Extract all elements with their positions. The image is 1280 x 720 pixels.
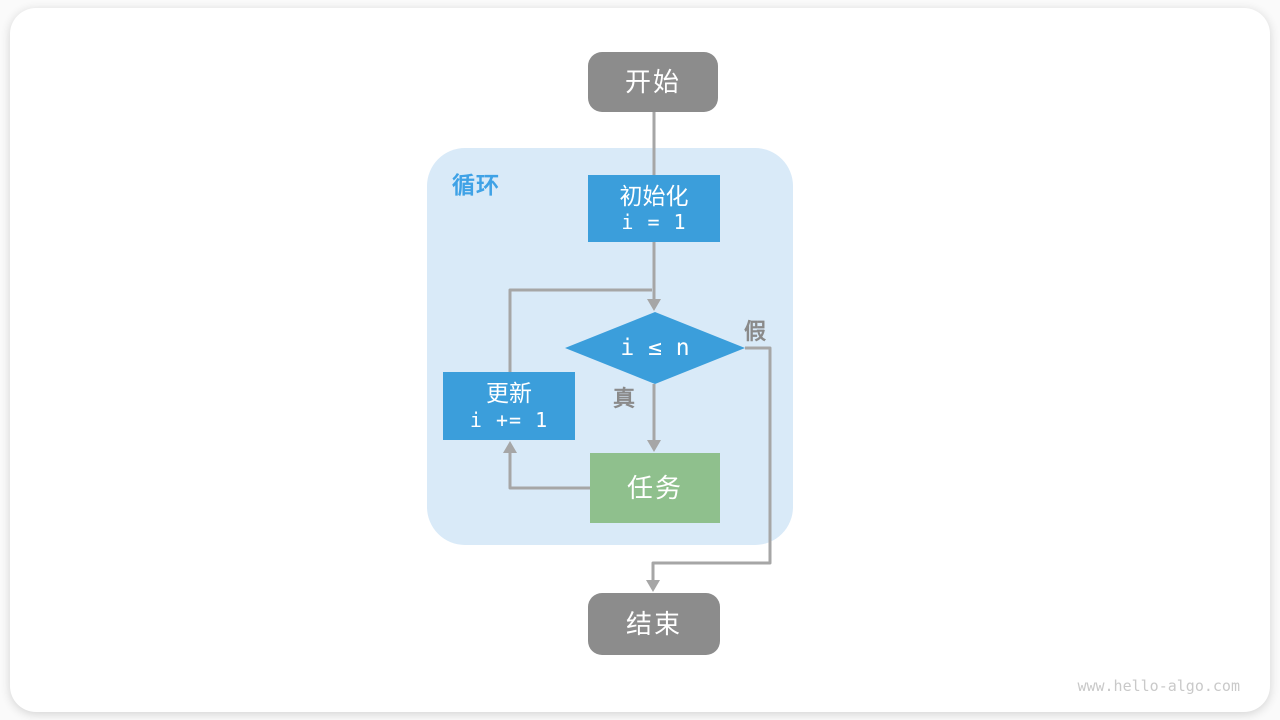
init-node-code: i = 1	[621, 210, 687, 235]
update-node-code: i += 1	[469, 407, 549, 432]
update-node: 更新 i += 1	[443, 372, 575, 440]
loop-region-label: 循环	[452, 172, 500, 198]
true-branch-label: 真	[613, 386, 636, 411]
task-node: 任务	[590, 453, 720, 523]
false-branch-label: 假	[744, 319, 767, 344]
start-node-label: 开始	[624, 66, 681, 97]
init-node-title: 初始化	[619, 182, 689, 209]
start-node: 开始	[588, 52, 718, 112]
end-node-label: 结束	[625, 608, 682, 639]
update-node-title: 更新	[486, 380, 532, 407]
init-node: 初始化 i = 1	[588, 175, 720, 242]
watermark-url: www.hello-algo.com	[1077, 677, 1240, 695]
task-node-label: 任务	[626, 472, 683, 503]
condition-label: i ≤ n	[620, 334, 690, 361]
end-node: 结束	[588, 593, 720, 655]
